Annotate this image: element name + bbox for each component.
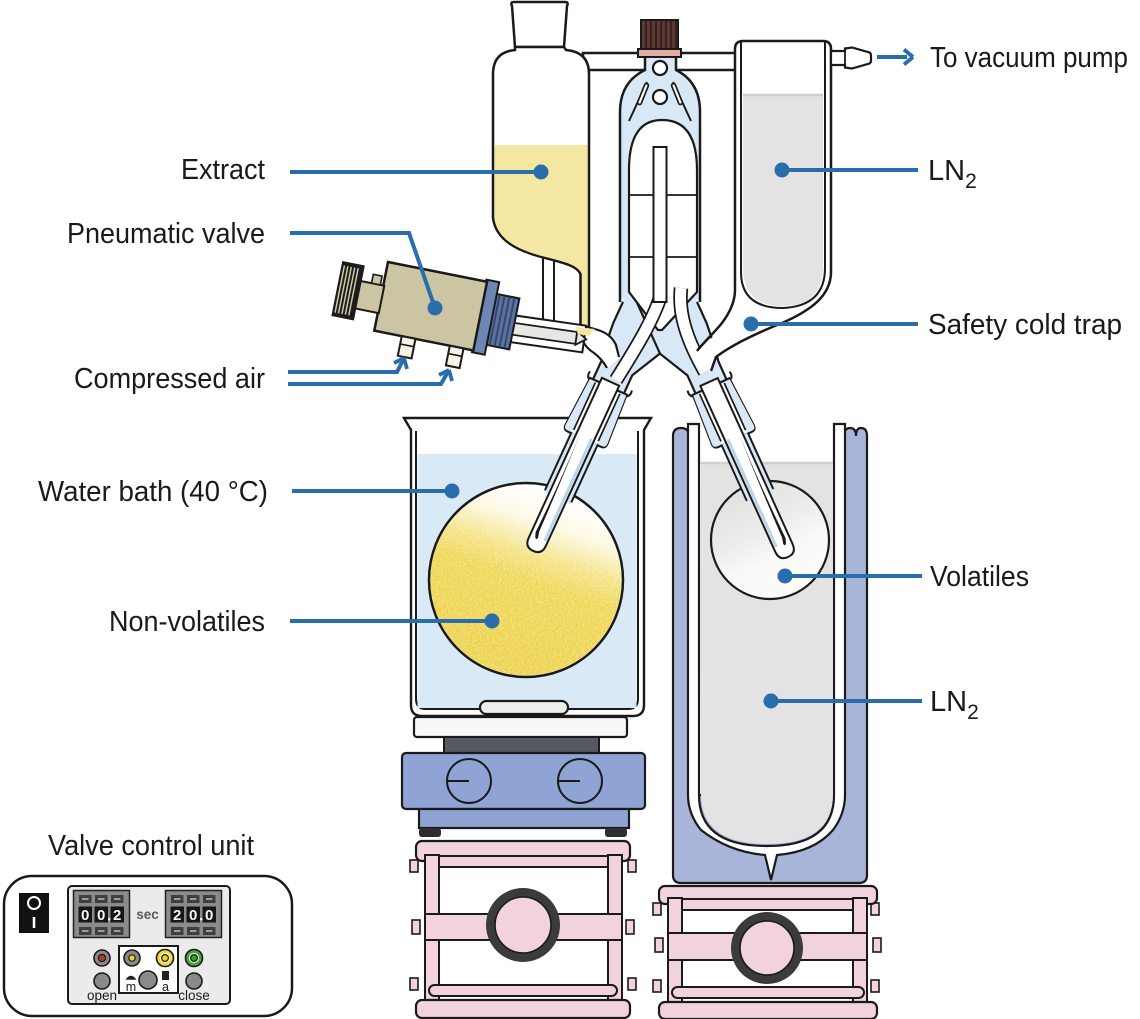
svg-text:close: close	[178, 988, 210, 1003]
svg-text:LN2: LN2	[930, 686, 979, 724]
svg-text:Valve control unit: Valve control unit	[48, 830, 254, 862]
svg-text:2: 2	[113, 907, 121, 924]
svg-text:Extract: Extract	[181, 154, 265, 186]
svg-text:Safety cold trap: Safety cold trap	[928, 309, 1122, 341]
svg-text:a: a	[162, 980, 169, 994]
svg-text:To vacuum pump: To vacuum pump	[930, 42, 1128, 74]
svg-text:2: 2	[173, 907, 181, 924]
svg-text:Pneumatic valve: Pneumatic valve	[67, 218, 265, 250]
svg-text:Non-volatiles: Non-volatiles	[109, 606, 265, 638]
svg-text:Volatiles: Volatiles	[930, 561, 1029, 593]
svg-text:Compressed air: Compressed air	[74, 363, 265, 395]
svg-text:LN2: LN2	[928, 155, 977, 193]
svg-text:0: 0	[205, 907, 213, 924]
svg-text:m: m	[126, 980, 136, 994]
svg-text:0: 0	[97, 907, 105, 924]
svg-text:0: 0	[189, 907, 197, 924]
svg-text:sec: sec	[136, 907, 159, 922]
svg-text:0: 0	[81, 907, 89, 924]
svg-text:open: open	[87, 988, 117, 1003]
svg-text:Water bath (40 °C): Water bath (40 °C)	[38, 476, 268, 508]
